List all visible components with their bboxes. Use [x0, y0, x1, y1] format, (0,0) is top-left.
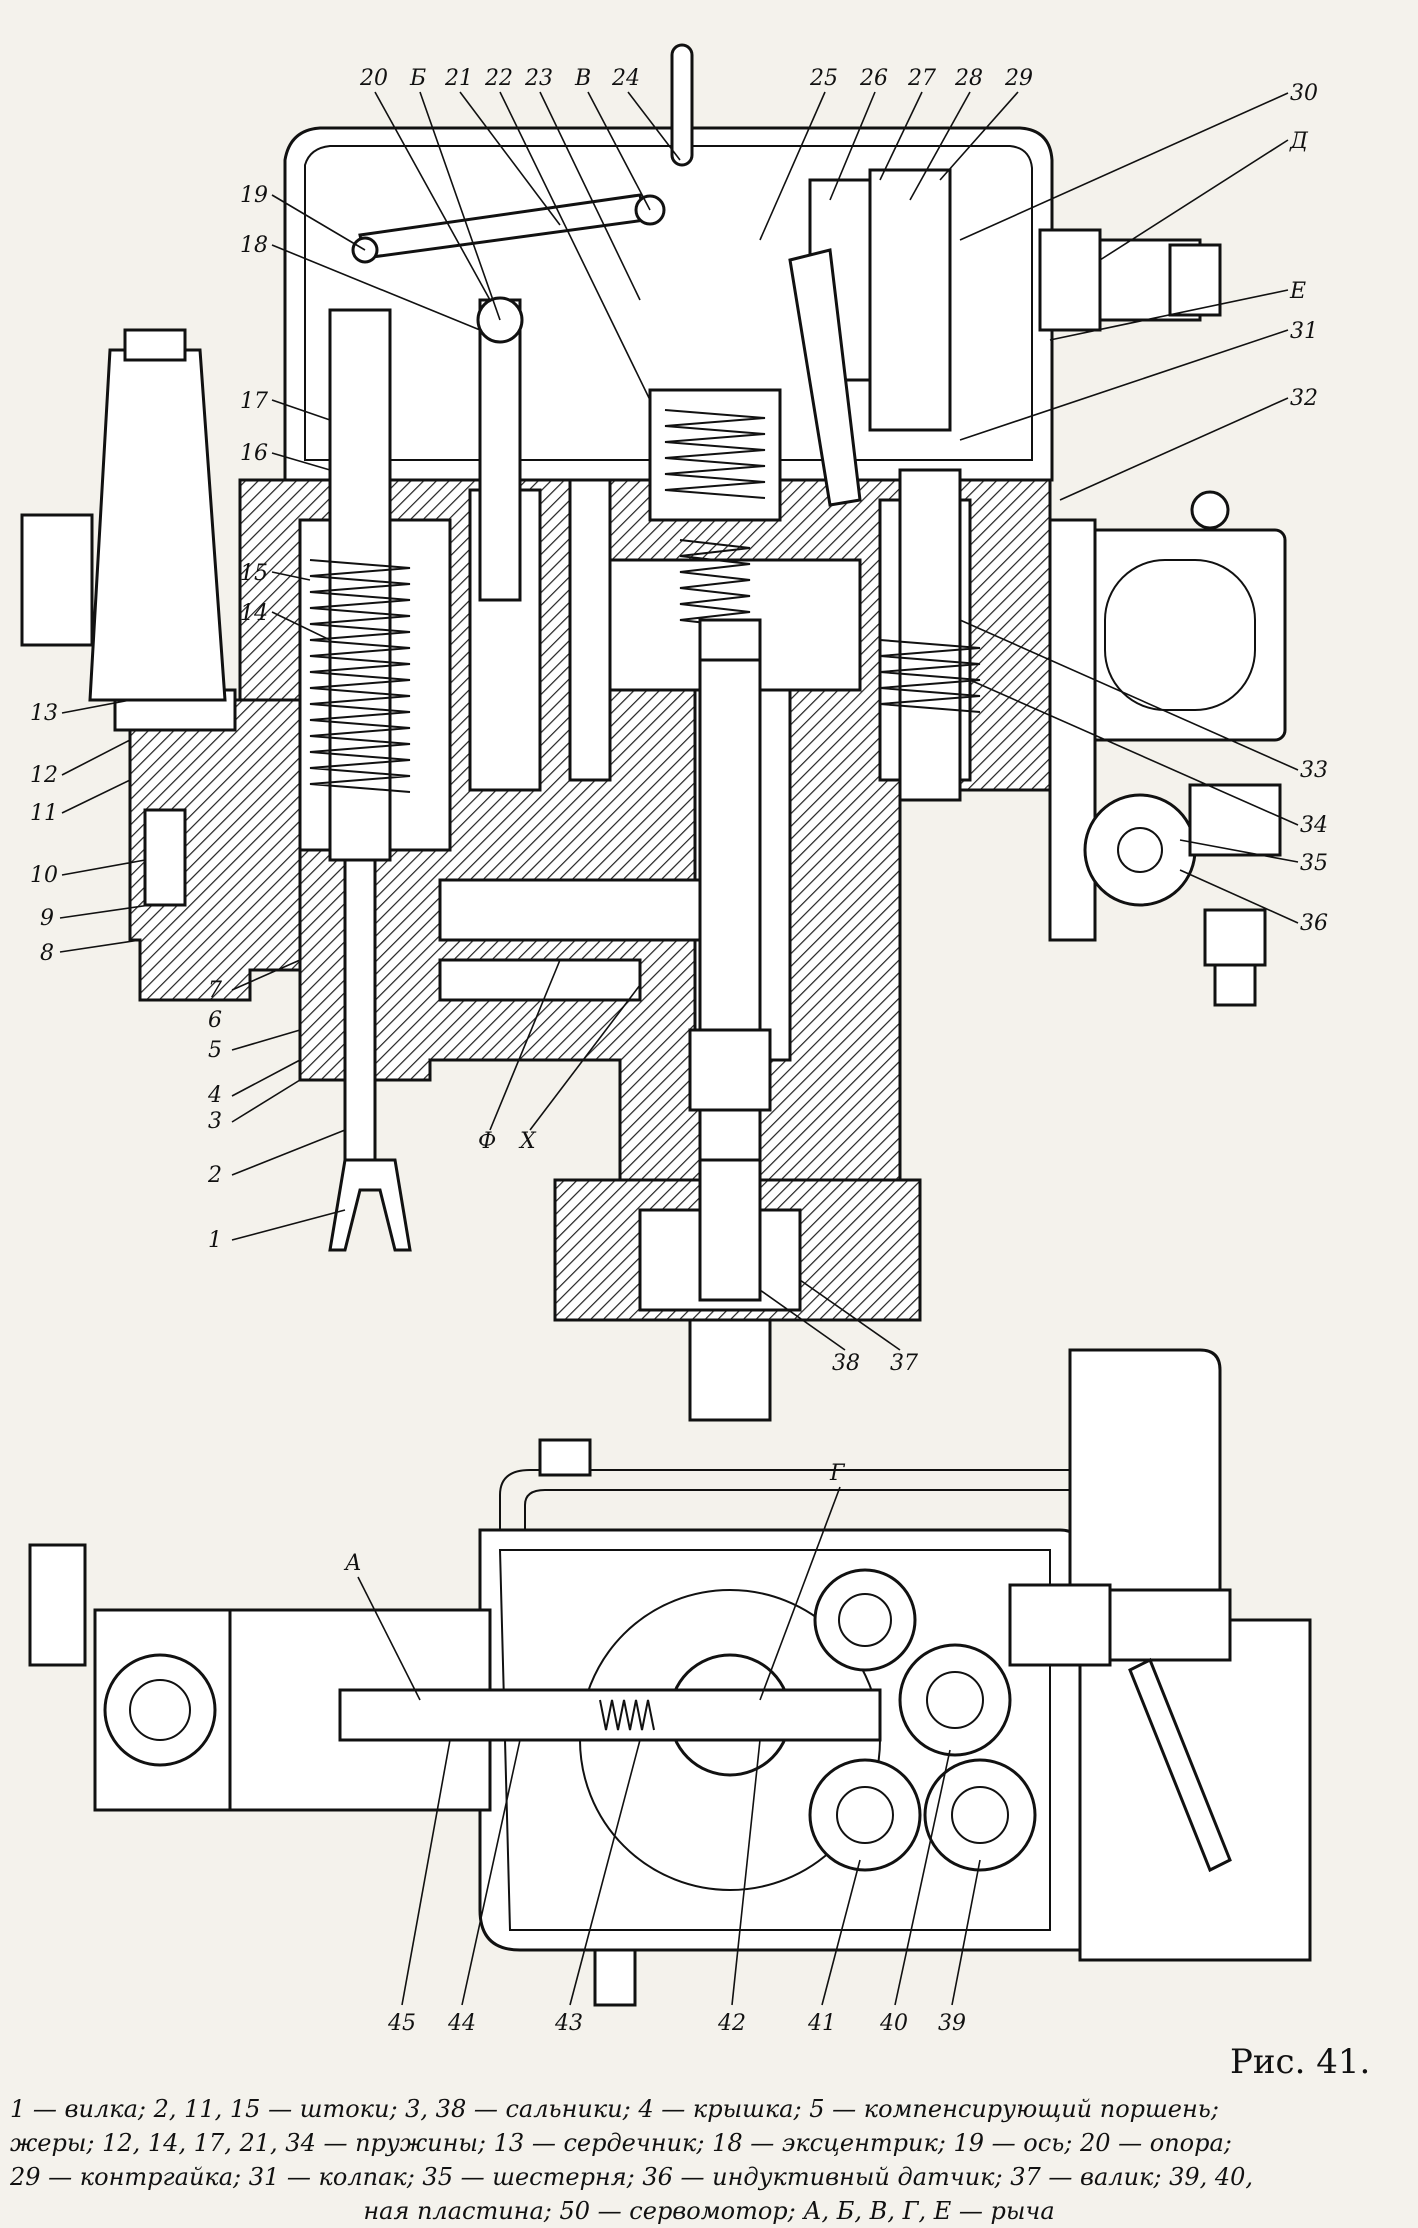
callout-8: 8 — [40, 941, 54, 966]
caption-line-3: 29 — контргайка; 31 — колпак; 35 — шесте… — [10, 2163, 1254, 2191]
callout-44: 44 — [447, 2011, 476, 2036]
fork — [328, 1158, 412, 1252]
figure-caption: 1 — вилка; 2, 11, 15 — штоки; 3, 38 — са… — [10, 2092, 1408, 2228]
caption-line-4: ная пластина; 50 — сервомотор; А, Б, В, … — [363, 2197, 1055, 2225]
callout-26: 26 — [859, 66, 888, 91]
callout-7: 7 — [208, 978, 222, 1003]
callout-g: Г — [829, 1461, 846, 1486]
callout-14: 14 — [240, 601, 268, 626]
mechanism-drawing: 1 2 3 4 5 6 7 8 9 10 11 12 13 14 15 16 1… — [20, 43, 1328, 2036]
right-square-block — [1073, 528, 1287, 742]
plan-view-bottom — [28, 1348, 1312, 2007]
callout-32: 32 — [1290, 386, 1318, 411]
callout-25: 25 — [809, 66, 838, 91]
callout-13: 13 — [30, 701, 58, 726]
callout-34: 34 — [1300, 813, 1328, 838]
figure-title: Рис. 41. — [1230, 2042, 1371, 2082]
output-hub — [688, 1318, 772, 1422]
caption-line-2: жеры; 12, 14, 17, 21, 34 — пружины; 13 —… — [10, 2129, 1232, 2157]
callout-6: 6 — [208, 1008, 222, 1033]
callout-11: 11 — [30, 801, 58, 826]
callout-18: 18 — [240, 233, 268, 258]
callout-35: 35 — [1300, 851, 1328, 876]
callout-37: 37 — [890, 1351, 918, 1376]
leader-lines — [59, 91, 1299, 2006]
callout-1: 1 — [208, 1228, 222, 1253]
sectional-view-top — [20, 43, 1287, 1422]
callout-29: 29 — [1004, 66, 1033, 91]
left-bracket — [128, 698, 302, 1002]
caption-line-1: 1 — вилка; 2, 11, 15 — штоки; 3, 38 — са… — [10, 2095, 1219, 2123]
callout-43: 43 — [554, 2011, 583, 2036]
callout-v: В — [574, 66, 591, 91]
callout-10: 10 — [30, 863, 58, 888]
callout-a: А — [343, 1551, 362, 1576]
central-spring-cartridge — [648, 388, 782, 682]
inductive-sensor — [1083, 793, 1197, 907]
callout-20: 20 — [359, 66, 388, 91]
callout-e: Е — [1289, 279, 1306, 304]
callout-15: 15 — [240, 561, 268, 586]
callout-d: Д — [1289, 129, 1309, 154]
electrical-connector — [1038, 228, 1102, 332]
callout-41: 41 — [807, 2011, 836, 2036]
callout-3: 3 — [208, 1109, 222, 1134]
callouts-top: 1 2 3 4 5 6 7 8 9 10 11 12 13 14 15 16 1… — [30, 66, 1328, 1376]
callout-5: 5 — [208, 1038, 222, 1063]
handle — [670, 43, 694, 167]
callout-b: Б — [409, 66, 426, 91]
callout-19: 19 — [240, 183, 268, 208]
gear-cluster — [808, 1568, 1037, 1872]
callout-27: 27 — [907, 66, 936, 91]
callout-2: 2 — [207, 1163, 222, 1188]
callout-40: 40 — [879, 2011, 908, 2036]
callout-4: 4 — [207, 1083, 222, 1108]
callout-36: 36 — [1300, 911, 1328, 936]
callout-38: 38 — [832, 1351, 860, 1376]
callout-17: 17 — [240, 389, 268, 414]
callout-31: 31 — [1290, 319, 1318, 344]
callout-22: 22 — [484, 66, 513, 91]
callout-39: 39 — [938, 2011, 966, 2036]
solenoid-cap — [88, 348, 227, 702]
callout-42: 42 — [717, 2011, 746, 2036]
callout-21: 21 — [444, 66, 473, 91]
callout-9: 9 — [40, 906, 54, 931]
left-spring-assembly — [309, 308, 411, 1162]
callout-30: 30 — [1290, 81, 1318, 106]
callout-28: 28 — [954, 66, 983, 91]
callout-23: 23 — [524, 66, 553, 91]
callout-24: 24 — [611, 66, 640, 91]
callout-33: 33 — [1300, 758, 1328, 783]
callout-12: 12 — [30, 763, 58, 788]
callouts-bottom: А Г 45 44 43 42 41 40 39 — [343, 1461, 966, 2036]
callout-kh: Х — [518, 1129, 537, 1154]
callout-16: 16 — [240, 441, 268, 466]
callout-f: Ф — [478, 1129, 496, 1154]
callout-45: 45 — [387, 2011, 416, 2036]
